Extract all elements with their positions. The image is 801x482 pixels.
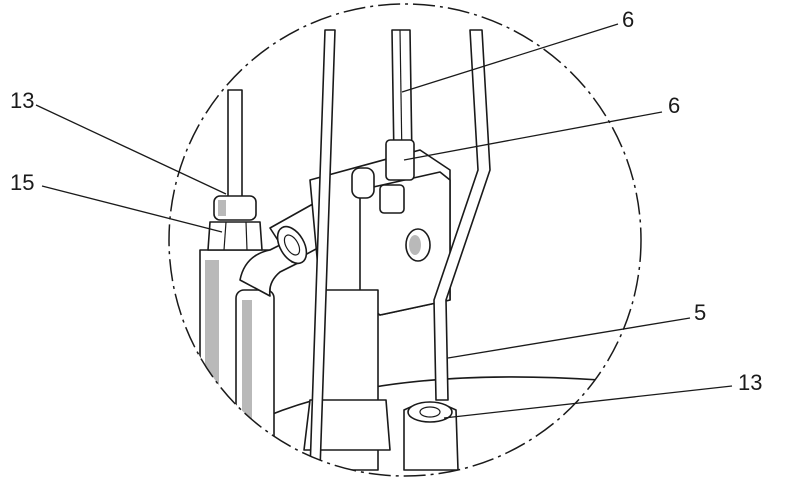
tube-6-center <box>399 29 403 161</box>
left-cylinder-shade <box>205 260 219 440</box>
leader-13-left <box>35 104 227 195</box>
tube-13-left <box>227 89 243 201</box>
center-nut <box>303 399 391 451</box>
callout-label: 15 <box>10 170 34 195</box>
callout-label: 5 <box>694 300 706 325</box>
tube-6-fitting <box>385 139 415 181</box>
inlet-bore <box>283 234 301 256</box>
nut-15-facet2 <box>245 221 248 251</box>
valve-connector <box>379 184 405 214</box>
fitting-13-lower-top <box>407 401 453 423</box>
tube-5 <box>433 29 491 401</box>
fitting-13-upper-shade <box>218 200 226 216</box>
leader-13-right <box>443 385 733 419</box>
callout-label: 13 <box>738 370 762 395</box>
callout-label: 6 <box>622 7 634 32</box>
rod-cylinder-shade <box>242 300 252 470</box>
valve-knob <box>351 167 375 199</box>
callout-label: 6 <box>668 93 680 118</box>
callout-label: 13 <box>10 88 34 113</box>
nut-15-facet <box>223 221 227 251</box>
nut-15 <box>207 221 263 251</box>
valve-port-shade <box>409 235 421 255</box>
leader-5 <box>447 317 691 359</box>
detail-contents <box>179 29 641 476</box>
inlet-nut <box>276 225 308 265</box>
leader-15 <box>41 185 223 233</box>
leader-6-upper <box>401 23 619 93</box>
leader-6-lower <box>403 111 663 161</box>
detail-circle-outline <box>168 3 642 477</box>
fitting-13-lower-bore <box>419 406 441 418</box>
rod-cylinder <box>235 289 275 476</box>
